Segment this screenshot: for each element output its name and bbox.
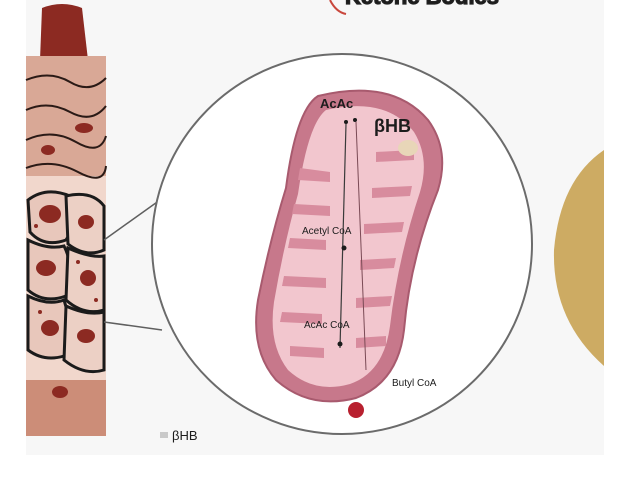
legend-bhb-label: βHB <box>172 428 198 443</box>
legend-swatch <box>160 432 168 438</box>
tissue-cross-section <box>26 4 106 436</box>
zoom-line-lower <box>104 322 162 330</box>
legend: βHB <box>160 428 198 443</box>
label-bhb: βHB <box>374 116 411 136</box>
header-text: Ketone Bodies <box>345 0 499 9</box>
label-acac-coa: AcAc CoA <box>304 320 350 331</box>
red-dot-marker <box>348 402 364 418</box>
organ-silhouette <box>554 150 604 366</box>
header-fragment: Ketone Bodies <box>330 0 499 14</box>
label-acetyl-coa: Acetyl CoA <box>302 226 352 237</box>
label-acac: AcAc <box>320 96 353 111</box>
label-butyryl-coa: Butyl CoA <box>392 378 437 389</box>
